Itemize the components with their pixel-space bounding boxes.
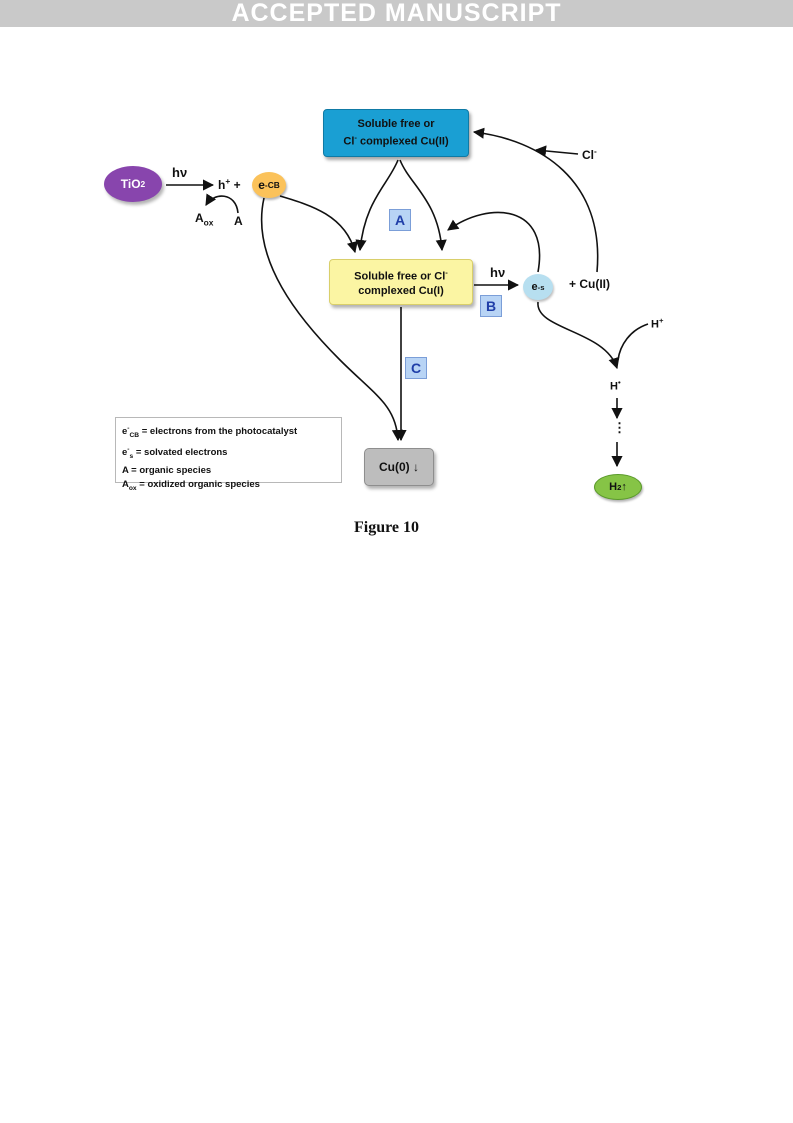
cu2-line1: Soluble free or xyxy=(357,118,435,131)
step-c-label: C xyxy=(405,357,427,379)
arrow-a-to-aox xyxy=(205,193,239,214)
ellipsis-dots: ⋮ xyxy=(613,420,626,435)
hole-label: h+ + xyxy=(218,176,241,192)
cu0-box: Cu(0) ↓ xyxy=(364,448,434,486)
hydrogen-radical-label: H• xyxy=(610,378,621,393)
legend-item: e-CB = electrons from the photocatalyst xyxy=(122,425,298,440)
plus-cu2-label: + Cu(II) xyxy=(569,277,610,291)
aox-label: Aox xyxy=(195,211,214,228)
cu1-line2: complexed Cu(I) xyxy=(358,284,444,297)
diagram-arrows xyxy=(166,127,649,468)
legend-box: e-CB = electrons from the photocatalyst … xyxy=(115,417,342,492)
arrow-cu2-back-to-box xyxy=(472,127,599,273)
chloride-label: Cl- xyxy=(582,146,597,162)
arrow-es-to-cu1 xyxy=(447,211,541,273)
accepted-manuscript-banner: ACCEPTED MANUSCRIPT xyxy=(0,0,793,27)
cu2-line2: Cl- complexed Cu(II) xyxy=(343,133,449,148)
ecb-node: e-CB xyxy=(252,172,286,198)
arrow-es-to-hradical xyxy=(537,301,620,370)
arrow-cu2-to-cu1-right xyxy=(399,159,447,252)
figure-caption: Figure 10 xyxy=(353,519,420,536)
es-node: e-s xyxy=(523,274,553,300)
legend-item: e-s = solvated electrons xyxy=(122,446,228,461)
arrow-ecb-to-cu1 xyxy=(279,195,358,254)
arrow-cl-into-curve xyxy=(534,145,579,157)
legend-item: A = organic species xyxy=(122,465,212,477)
soluble-cu2-box: Soluble free or Cl- complexed Cu(II) xyxy=(323,109,469,157)
hv-label-cu1: hν xyxy=(490,265,506,280)
arrow-hproton-into-curve xyxy=(617,323,649,361)
arrow-ecb-to-cu0 xyxy=(260,197,404,442)
step-b-label: B xyxy=(480,295,502,317)
arrow-cu2-to-cu1-left xyxy=(355,159,399,252)
soluble-cu1-box: Soluble free or Cl- complexed Cu(I) xyxy=(329,259,473,305)
a-label: A xyxy=(234,214,243,228)
step-a-label: A xyxy=(389,209,411,231)
cu1-line1: Soluble free or Cl- xyxy=(354,268,448,283)
proton-label: H+ xyxy=(651,316,664,331)
legend-item: Aox = oxidized organic species xyxy=(122,479,260,492)
hv-label-tio2: hν xyxy=(172,165,188,180)
